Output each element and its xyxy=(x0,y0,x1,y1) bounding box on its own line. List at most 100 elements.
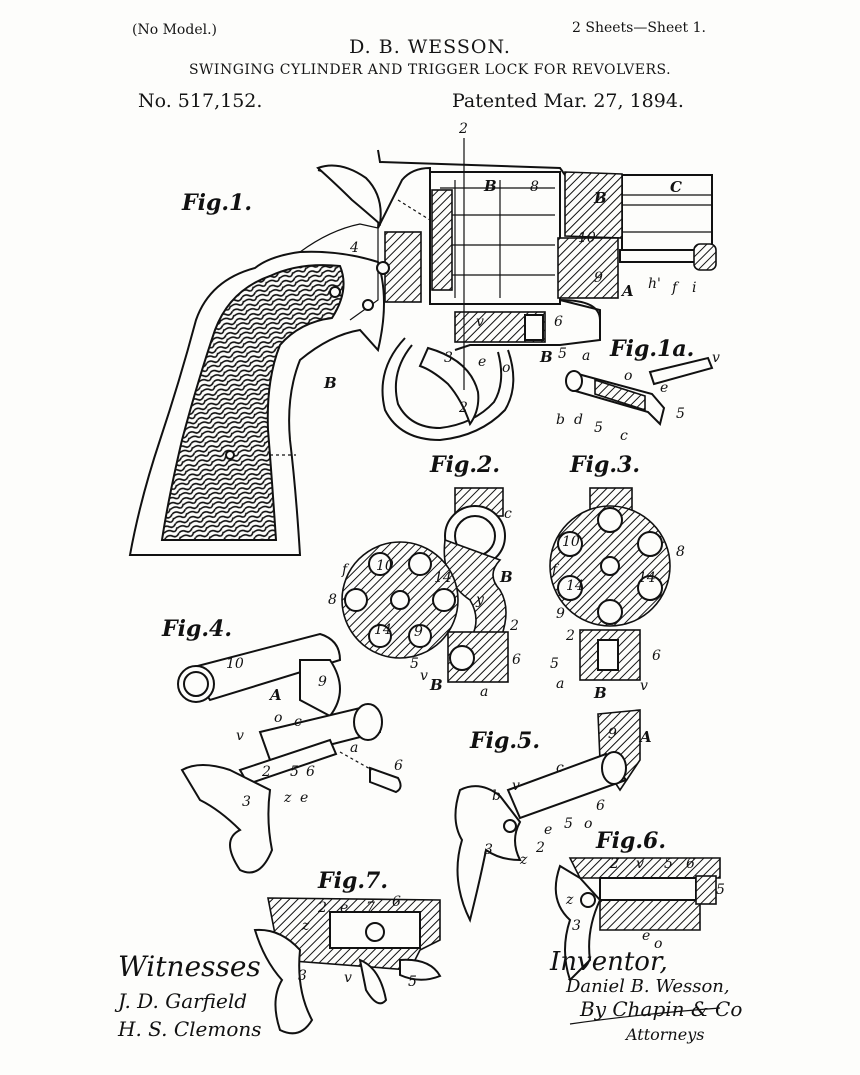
figure-3-label: Fig.3. xyxy=(569,452,640,478)
svg-text:7: 7 xyxy=(366,900,375,916)
svg-text:c: c xyxy=(556,760,564,776)
svg-text:A: A xyxy=(268,686,282,704)
svg-text:10: 10 xyxy=(562,534,580,550)
svg-text:5: 5 xyxy=(558,346,567,362)
svg-text:3: 3 xyxy=(572,918,581,934)
svg-text:8: 8 xyxy=(530,179,539,195)
figure-3-cylinder-section: Fig.3. 10 f 8 14 14 9 2 6 5 a B v xyxy=(549,452,685,702)
svg-text:14: 14 xyxy=(566,578,584,594)
svg-text:A: A xyxy=(638,728,652,746)
svg-text:c: c xyxy=(504,506,512,522)
svg-text:a: a xyxy=(556,676,564,692)
svg-text:14: 14 xyxy=(638,570,656,586)
svg-text:8: 8 xyxy=(328,592,337,608)
svg-text:9: 9 xyxy=(556,606,565,622)
svg-text:v: v xyxy=(636,856,644,872)
sheet-count: 2 Sheets—Sheet 1. xyxy=(572,20,706,36)
svg-text:c: c xyxy=(294,714,302,730)
svg-text:f: f xyxy=(341,562,350,578)
svg-text:h': h' xyxy=(648,276,661,292)
figure-2-cylinder-section: Fig.2. c B y 2 6 f 8 10 14 14 9 5 v B a xyxy=(328,452,521,700)
svg-text:5: 5 xyxy=(664,856,673,872)
svg-text:v: v xyxy=(476,314,484,330)
svg-text:2: 2 xyxy=(509,618,519,634)
svg-text:B: B xyxy=(429,676,443,694)
svg-text:2: 2 xyxy=(609,856,619,872)
figure-5-yoke-perspective: Fig.5. 9 A c b v 6 5 o e 2 3 z xyxy=(454,709,652,923)
patent-date: Patented Mar. 27, 1894. xyxy=(452,90,684,112)
svg-text:f: f xyxy=(551,562,560,578)
svg-text:5: 5 xyxy=(408,974,417,990)
witness-2-signature: H. S. Clemons xyxy=(117,1017,262,1041)
svg-text:14: 14 xyxy=(374,622,392,638)
svg-text:B: B xyxy=(539,348,553,366)
patent-title: SWINGING CYLINDER AND TRIGGER LOCK FOR R… xyxy=(188,62,672,78)
svg-text:v: v xyxy=(236,728,244,744)
svg-text:5: 5 xyxy=(410,656,419,672)
svg-text:v: v xyxy=(512,778,520,794)
figure-2-label: Fig.2. xyxy=(429,452,500,478)
svg-text:3: 3 xyxy=(242,794,251,810)
svg-text:5: 5 xyxy=(676,406,685,422)
svg-text:B: B xyxy=(593,189,607,207)
svg-text:e: e xyxy=(660,380,668,396)
figure-1-label: Fig.1. xyxy=(181,190,252,216)
svg-text:o: o xyxy=(654,936,662,952)
svg-text:z: z xyxy=(283,790,292,806)
svg-text:9: 9 xyxy=(594,270,603,286)
figure-1a-label: Fig.1a. xyxy=(609,336,694,362)
svg-text:5: 5 xyxy=(290,764,299,780)
svg-text:9: 9 xyxy=(318,674,327,690)
svg-text:6: 6 xyxy=(392,894,401,910)
svg-text:3: 3 xyxy=(298,968,307,984)
svg-text:B: B xyxy=(593,684,607,702)
inventor-signatures: Inventor, Daniel B. Wesson, By Chapin & … xyxy=(549,947,742,1044)
witnesses-label: Witnesses xyxy=(118,950,261,983)
svg-text:a: a xyxy=(582,348,590,364)
svg-text:6: 6 xyxy=(306,764,315,780)
svg-text:z: z xyxy=(301,918,310,934)
svg-text:2: 2 xyxy=(565,628,575,644)
svg-text:6: 6 xyxy=(554,314,563,330)
svg-text:5: 5 xyxy=(594,420,603,436)
svg-text:2: 2 xyxy=(317,900,327,916)
patent-number: No. 517,152. xyxy=(138,90,263,112)
svg-text:y: y xyxy=(475,592,485,608)
svg-text:10: 10 xyxy=(578,230,596,246)
svg-text:2: 2 xyxy=(261,764,271,780)
inventor-name: D. B. WESSON. xyxy=(349,36,511,58)
figure-5-label: Fig.5. xyxy=(469,728,540,754)
svg-text:2: 2 xyxy=(458,121,468,137)
svg-text:e: e xyxy=(642,928,650,944)
svg-text:6: 6 xyxy=(596,798,605,814)
svg-text:B: B xyxy=(323,374,337,392)
svg-text:2: 2 xyxy=(535,840,545,856)
svg-text:6: 6 xyxy=(394,758,403,774)
svg-text:v: v xyxy=(640,678,648,694)
svg-text:f: f xyxy=(671,280,680,296)
svg-text:B: B xyxy=(499,568,513,586)
svg-text:d: d xyxy=(574,412,583,428)
figure-7-frame-section: Fig.7. 2 e 7 6 z 3 v 5 xyxy=(253,868,442,1035)
figure-6-label: Fig.6. xyxy=(595,828,666,854)
svg-text:6: 6 xyxy=(652,648,661,664)
svg-text:v: v xyxy=(344,970,352,986)
inventor-label: Inventor, xyxy=(549,947,668,977)
figure-4-yoke-perspective: Fig.4. 10 9 A v o c a 6 2 5 6 3 z e xyxy=(161,616,403,874)
svg-text:v: v xyxy=(420,668,428,684)
svg-text:14: 14 xyxy=(434,570,452,586)
svg-text:3: 3 xyxy=(444,350,453,366)
svg-text:6: 6 xyxy=(686,856,695,872)
svg-text:z: z xyxy=(565,892,574,908)
svg-text:b: b xyxy=(556,412,565,428)
witness-1-signature: J. D. Garfield xyxy=(114,989,247,1013)
svg-text:o: o xyxy=(274,710,282,726)
svg-text:B: B xyxy=(483,177,497,195)
svg-text:5: 5 xyxy=(564,816,573,832)
svg-text:10: 10 xyxy=(376,558,394,574)
svg-text:b: b xyxy=(492,788,501,804)
svg-text:9: 9 xyxy=(414,624,423,640)
svg-text:e: e xyxy=(340,900,348,916)
svg-text:5: 5 xyxy=(550,656,559,672)
